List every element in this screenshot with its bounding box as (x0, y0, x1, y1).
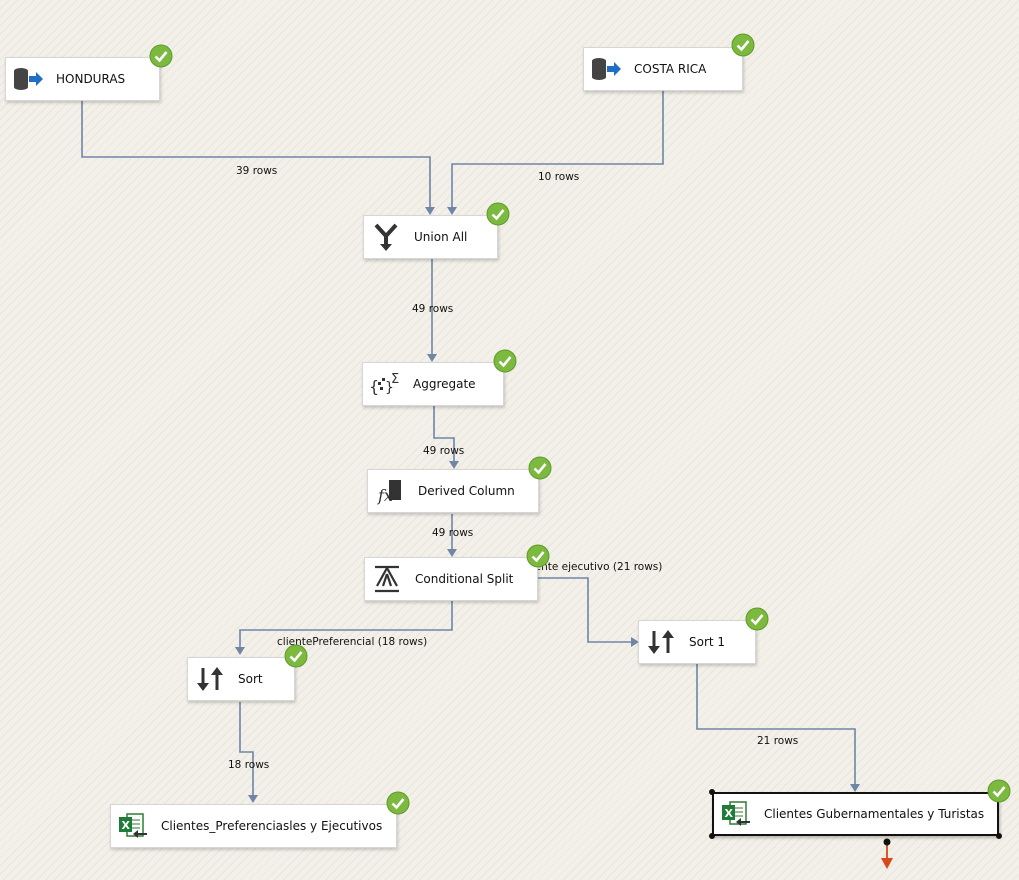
sort-icon (639, 622, 683, 662)
arrowhead (850, 784, 860, 792)
selection-handle[interactable] (709, 833, 715, 839)
path-sort-dest[interactable] (239, 702, 254, 796)
path-split-sort[interactable] (239, 601, 453, 648)
arrowhead (631, 637, 639, 647)
arrowhead (447, 549, 457, 557)
success-check-icon (987, 779, 1011, 803)
path-sort1-dest[interactable] (696, 663, 856, 785)
arrowhead (447, 207, 457, 215)
conditional-split-icon (365, 559, 409, 599)
transform-conditional-split[interactable]: Conditional Split (364, 557, 538, 601)
node-label: Clientes_Preferenciasles y Ejecutivos (161, 819, 383, 833)
path-label: 49 rows (423, 445, 465, 457)
path-label: 18 rows (228, 759, 270, 771)
path-label: 10 rows (538, 171, 580, 183)
aggregate-icon: {}Σ (363, 364, 407, 404)
success-check-icon (493, 349, 517, 373)
arrowhead (248, 795, 258, 803)
path-label: clientePreferencial (18 rows) (277, 636, 428, 648)
node-label: Derived Column (418, 484, 515, 498)
node-label: COSTA RICA (634, 62, 707, 76)
success-check-icon (528, 456, 552, 480)
svg-text:fx: fx (377, 486, 393, 505)
transform-sort[interactable]: Sort (187, 657, 295, 701)
node-label: Sort (238, 672, 263, 686)
transform-aggregate[interactable]: {}Σ Aggregate (362, 362, 504, 406)
path-label: cliente ejecutivo (21 rows) (523, 561, 663, 573)
path-label: 49 rows (432, 527, 474, 539)
source-honduras[interactable]: HONDURAS (5, 57, 160, 101)
success-check-icon (284, 644, 308, 668)
node-label: Aggregate (413, 377, 476, 391)
success-check-icon (149, 44, 173, 68)
derived-column-icon: fx (368, 471, 412, 511)
svg-text:X: X (725, 807, 734, 820)
transform-sort-1[interactable]: Sort 1 (638, 620, 756, 664)
svg-text:X: X (122, 819, 131, 832)
transform-union-all[interactable]: Union All (363, 215, 498, 259)
transform-derived-column[interactable]: fx Derived Column (367, 469, 539, 513)
path-costarica-union[interactable] (451, 91, 664, 208)
path-split-sort1[interactable] (538, 577, 632, 643)
path-label: 39 rows (236, 165, 278, 177)
success-check-icon (386, 791, 410, 815)
arrowhead (425, 207, 435, 215)
selection-handle[interactable] (709, 789, 715, 795)
error-output-handle[interactable] (883, 838, 891, 846)
success-check-icon (526, 544, 550, 568)
success-check-icon (486, 202, 510, 226)
excel-destination-icon: X (714, 794, 758, 834)
path-honduras-union[interactable] (81, 101, 431, 208)
source-db-icon (584, 49, 628, 89)
destination-clientes-preferenciales[interactable]: X Clientes_Preferenciasles y Ejecutivos (110, 804, 397, 848)
node-label: Union All (414, 230, 468, 244)
svg-text:{: { (369, 377, 379, 396)
node-label: Conditional Split (415, 572, 514, 586)
path-label: 21 rows (757, 735, 799, 747)
sort-icon (188, 659, 232, 699)
success-check-icon (745, 607, 769, 631)
arrowhead (235, 647, 245, 655)
success-check-icon (731, 33, 755, 57)
path-label: 49 rows (412, 303, 454, 315)
source-db-icon (6, 59, 50, 99)
path-aggregate-derived[interactable] (433, 406, 455, 462)
error-output-arrow-icon (881, 858, 893, 869)
union-all-icon (364, 217, 408, 257)
svg-text:}: } (385, 380, 394, 396)
destination-clientes-gubernamentales[interactable]: X Clientes Gubernamentales y Turistas (712, 792, 999, 836)
node-label: Sort 1 (689, 635, 726, 649)
arrowhead (427, 354, 437, 362)
source-costa-rica[interactable]: COSTA RICA (583, 47, 743, 91)
excel-destination-icon: X (111, 806, 155, 846)
node-label: Clientes Gubernamentales y Turistas (764, 807, 985, 821)
svg-text:Σ: Σ (391, 372, 399, 387)
arrowhead (449, 461, 459, 469)
selection-handle[interactable] (996, 833, 1002, 839)
node-label: HONDURAS (56, 72, 126, 86)
